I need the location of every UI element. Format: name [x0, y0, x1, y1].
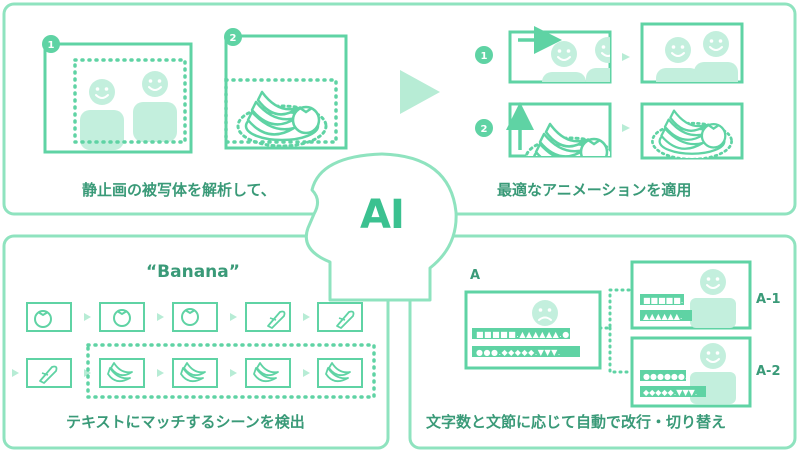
step-number: 1	[481, 51, 488, 62]
svg-text:◆◆◆◆◆.▼▼▼.: ◆◆◆◆◆.▼▼▼.	[643, 388, 697, 397]
caption-animate: 最適なアニメーションを適用	[497, 181, 692, 199]
caption-detect: テキストにマッチするシーンを検出	[66, 413, 305, 431]
label-a1: A-1	[756, 292, 781, 307]
frame-1-top-left	[42, 35, 193, 154]
subtitle-variant-1-frame: ■■■■■. ▲▲▲▲▲▲.	[630, 260, 752, 330]
anim-1-before	[508, 26, 612, 84]
anim-2-after	[640, 102, 744, 160]
svg-text:●●●●●●.: ●●●●●●.	[643, 372, 687, 381]
svg-text:■■■■■.▲▲▲▲▲▲.●●●: ■■■■■.▲▲▲▲▲▲.●●●	[476, 330, 585, 339]
ai-head-icon	[304, 152, 458, 302]
caption-analyze: 静止画の被写体を解析して、	[82, 181, 276, 199]
query-text: “Banana”	[146, 262, 240, 282]
step-number: 1	[48, 40, 55, 51]
scene-strip	[12, 302, 376, 399]
play-arrow-icon	[400, 70, 440, 114]
svg-text:■■■■■.: ■■■■■.	[643, 296, 683, 305]
anim-1-after	[640, 22, 744, 84]
step-number: 2	[481, 124, 488, 135]
svg-text:●●●.◆◆◆◆◆.▼▼▼.: ●●●.◆◆◆◆◆.▼▼▼.	[476, 348, 561, 357]
caption-linebreak: 文字数と文節に応じて自動で改行・切り替え	[426, 413, 727, 431]
label-a: A	[470, 268, 481, 283]
ai-label: AI	[360, 192, 405, 238]
step-number: 2	[230, 33, 237, 44]
step-1-badge	[42, 35, 60, 53]
svg-text:▲▲▲▲▲▲.: ▲▲▲▲▲▲.	[643, 312, 682, 321]
panel-bottom-left	[2, 234, 390, 450]
subtitle-variant-2-frame: ●●●●●●. ◆◆◆◆◆.▼▼▼.	[630, 336, 752, 408]
anim-2-before	[506, 102, 612, 158]
label-a2: A-2	[756, 364, 781, 379]
frame-2-top-left	[224, 28, 348, 150]
step-2-badge	[224, 28, 242, 46]
subtitle-main-frame: ■■■■■.▲▲▲▲▲▲.●●● ●●●.◆◆◆◆◆.▼▼▼.	[464, 290, 602, 370]
